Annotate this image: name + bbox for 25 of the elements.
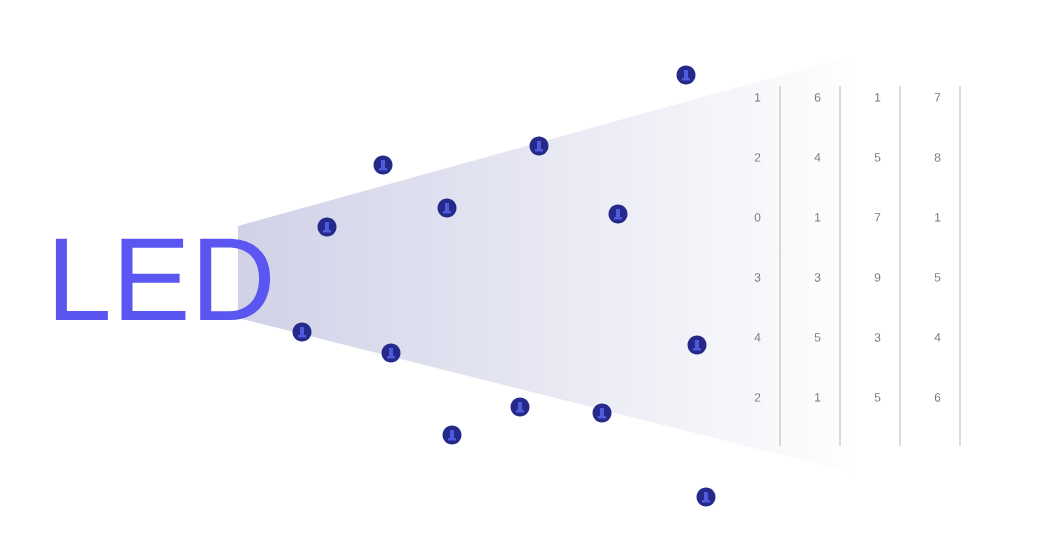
table-cell-number: 1 <box>875 93 881 102</box>
table-cell-number: 2 <box>754 393 761 402</box>
table-cell-number: 5 <box>934 273 941 282</box>
table-cell-number: 3 <box>754 273 761 282</box>
table-cell-number: 5 <box>874 153 881 162</box>
table-cell-number: 3 <box>814 273 821 282</box>
table-cell-number: 1 <box>815 213 821 222</box>
table-cell-number: 4 <box>814 153 821 162</box>
table-cell-number: 7 <box>874 213 881 222</box>
table-cell-number: 4 <box>754 333 761 342</box>
table-cell-number: 3 <box>874 333 881 342</box>
table-cell-number: 1 <box>755 93 761 102</box>
table-cell-number: 1 <box>815 393 821 402</box>
table-cell-number: 5 <box>814 333 821 342</box>
table-cell-number: 7 <box>934 93 941 102</box>
table-cell-number: 8 <box>934 153 941 162</box>
led-lettering: LED <box>55 238 271 320</box>
table-cell-number: 5 <box>874 393 881 402</box>
table-cell-number: 0 <box>754 213 761 222</box>
table-cell-number: 6 <box>814 93 821 102</box>
table-cell-number: 2 <box>754 153 761 162</box>
table-cell-number: 4 <box>934 333 941 342</box>
table-cell-number: 6 <box>934 393 941 402</box>
table-cell-number: 1 <box>935 213 941 222</box>
table-cell-number: 9 <box>874 273 881 282</box>
